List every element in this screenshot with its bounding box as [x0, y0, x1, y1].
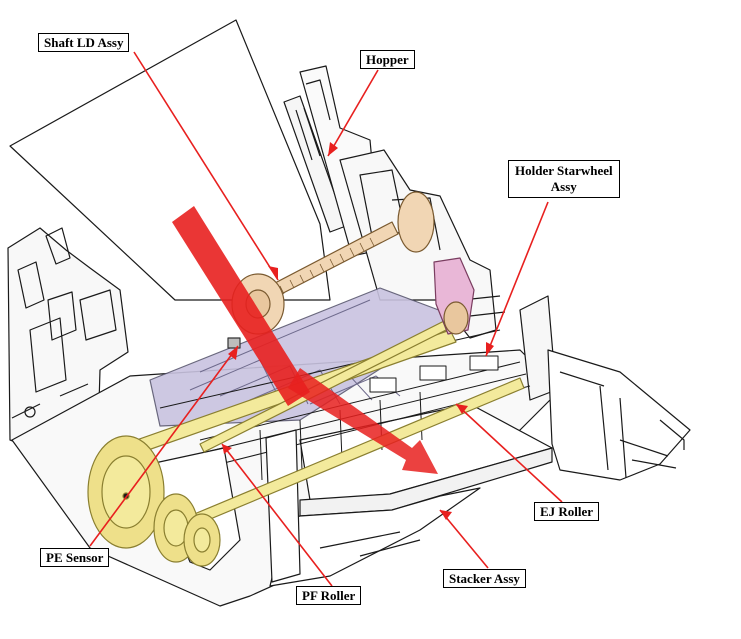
center-post [265, 429, 301, 583]
leader-shaft-ld [133, 51, 279, 281]
leader-hopper [327, 69, 379, 157]
label-ej-roller: EJ Roller [534, 502, 600, 521]
label-pf-roller: PF Roller [296, 586, 362, 605]
label-shaft-ld-assy: Shaft LD Assy [38, 33, 130, 52]
paper-eject-arrow [288, 368, 438, 474]
leader-ej-roller [455, 403, 563, 503]
label-stacker-assy: Stacker Assy [443, 569, 526, 588]
label-pf-roller-text: PF Roller [302, 588, 356, 603]
label-pe-sensor-text: PE Sensor [46, 550, 104, 565]
leader-arrowheads [222, 142, 494, 520]
leader-pf-roller [221, 443, 333, 587]
label-hopper: Hopper [360, 50, 415, 69]
stacker-wing [519, 295, 691, 481]
starwheel-end-cap [443, 301, 469, 335]
pe-sensor-part [227, 337, 241, 349]
leader-holder-starwheel [485, 201, 549, 357]
leader-stacker-assy [439, 509, 489, 569]
label-holder-starwheel-assy: Holder Starwheel Assy [508, 160, 620, 198]
leader-pe-sensor [89, 345, 239, 547]
label-pe-sensor: PE Sensor [40, 548, 110, 567]
drive-gears [87, 435, 221, 567]
label-shaft-ld-assy-text: Shaft LD Assy [44, 35, 124, 50]
label-ej-roller-text: EJ Roller [540, 504, 594, 519]
label-holder-starwheel-line2: Assy [550, 179, 577, 194]
paper-feed-arrow [172, 206, 310, 406]
leader-lines [89, 51, 563, 587]
label-holder-starwheel-line1: Holder Starwheel [515, 163, 613, 178]
label-hopper-text: Hopper [366, 52, 409, 67]
label-stacker-assy-text: Stacker Assy [449, 571, 520, 586]
